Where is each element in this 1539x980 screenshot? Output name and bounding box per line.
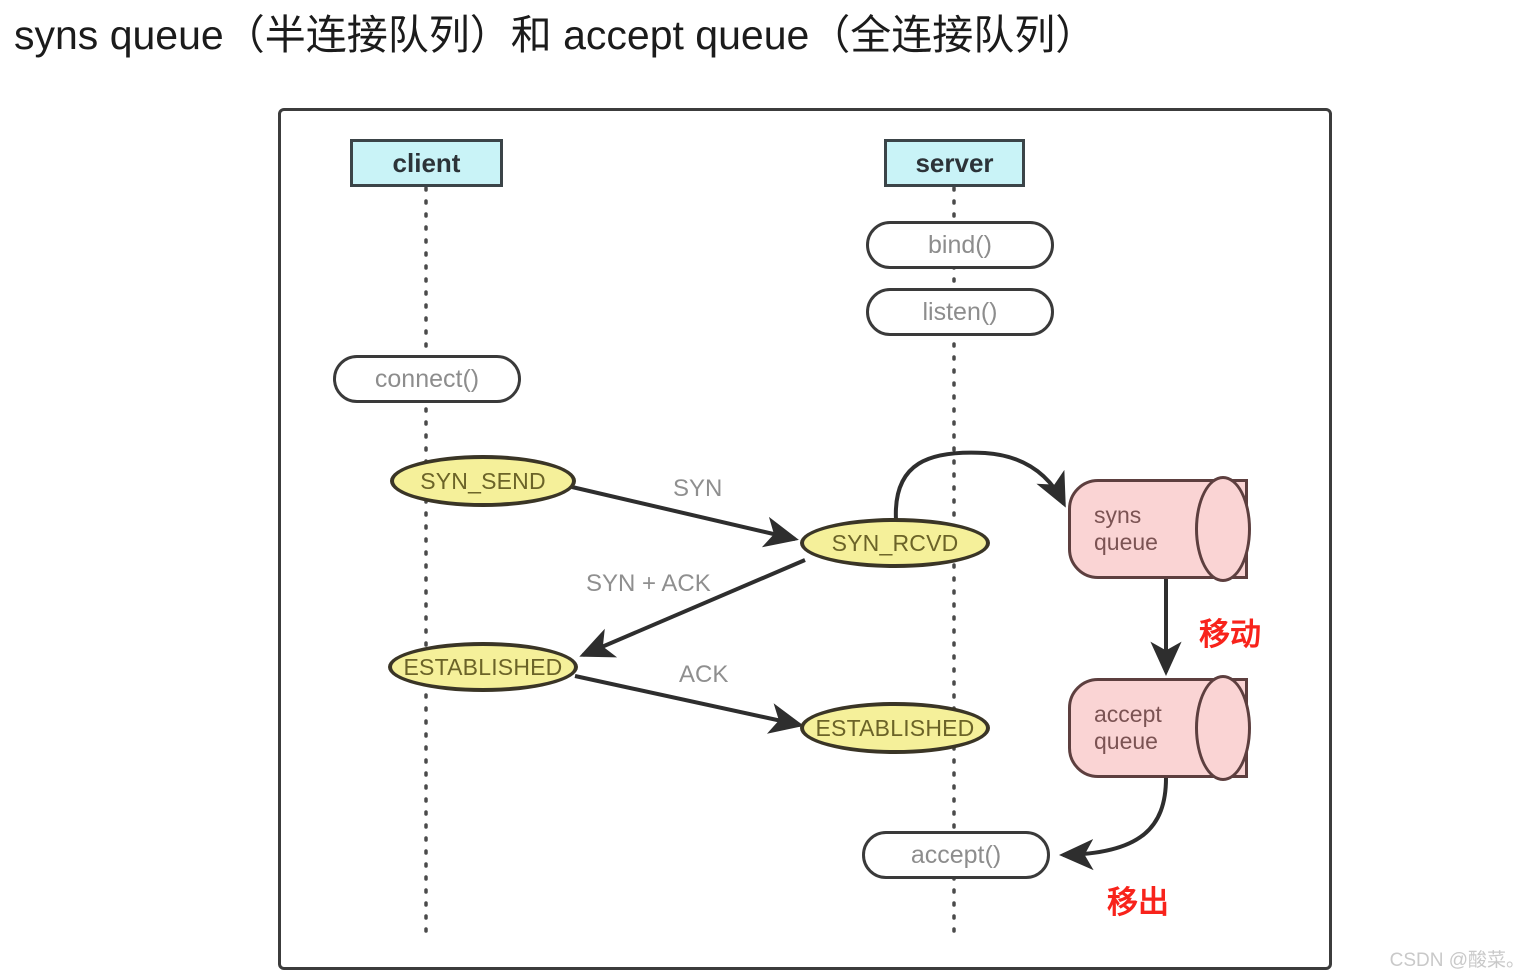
annotation-move-in: 移动 [1199, 617, 1261, 652]
call-box-bind[interactable]: bind() [866, 221, 1054, 269]
state-established-server[interactable]: ESTABLISHED [800, 702, 990, 754]
state-label-established-server: ESTABLISHED [815, 714, 975, 741]
syns-queue-label: syns queue [1094, 502, 1158, 555]
edge-label-syn-ack: SYN + ACK [586, 570, 711, 597]
edge-label-syn: SYN [673, 475, 723, 502]
call-box-accept[interactable]: accept() [862, 831, 1050, 879]
actor-label-server: server [915, 147, 994, 178]
state-label-syn-rcvd: SYN_RCVD [831, 529, 959, 556]
state-label-established-client: ESTABLISHED [403, 653, 563, 680]
accept-queue-cap [1195, 675, 1251, 781]
accept-queue-label: accept queue [1094, 701, 1162, 754]
call-label-accept: accept() [910, 840, 1002, 869]
actor-box-client[interactable]: client [350, 139, 503, 187]
call-box-connect[interactable]: connect() [333, 355, 521, 403]
actor-box-server[interactable]: server [884, 139, 1025, 187]
edge-label-ack: ACK [679, 661, 729, 688]
queue-cylinder-syns[interactable]: syns queue [1068, 476, 1251, 582]
page-title: syns queue（半连接队列）和 accept queue（全连接队列） [14, 12, 1097, 58]
annotation-move-out: 移出 [1107, 885, 1169, 920]
call-box-listen[interactable]: listen() [866, 288, 1054, 336]
call-label-connect: connect() [374, 364, 480, 393]
actor-label-client: client [392, 147, 461, 178]
watermark: CSDN @酸菜。 [1389, 950, 1525, 971]
call-label-listen: listen() [922, 297, 998, 326]
state-syn-rcvd[interactable]: SYN_RCVD [800, 518, 990, 568]
syns-queue-cap [1195, 476, 1251, 582]
state-syn-send[interactable]: SYN_SEND [390, 455, 576, 507]
call-label-bind: bind() [928, 230, 992, 259]
queue-cylinder-accept[interactable]: accept queue [1068, 675, 1251, 781]
state-established-client[interactable]: ESTABLISHED [388, 642, 578, 692]
state-label-syn-send: SYN_SEND [420, 467, 546, 494]
